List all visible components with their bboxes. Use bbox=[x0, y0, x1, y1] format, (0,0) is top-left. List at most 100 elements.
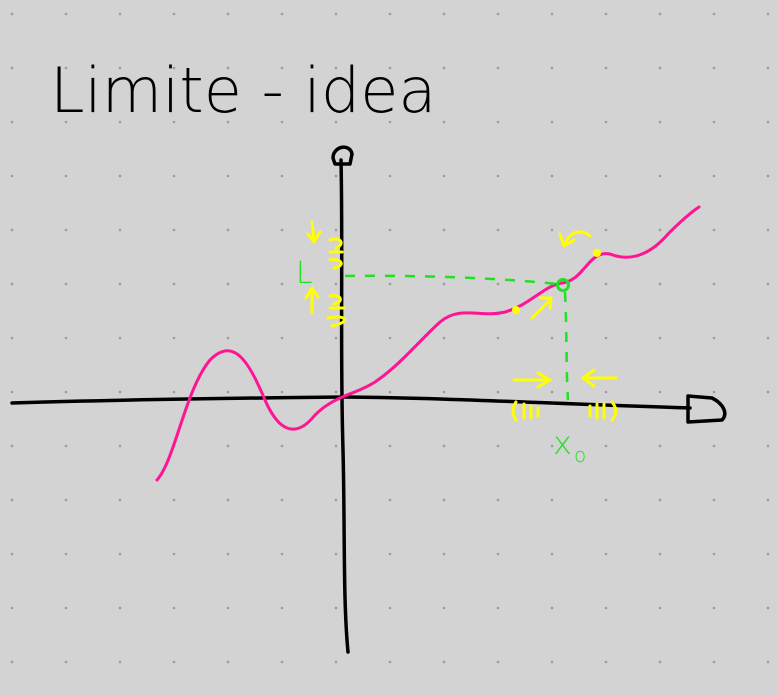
grid-dot bbox=[388, 552, 392, 556]
grid-dot bbox=[280, 12, 284, 16]
grid-dot bbox=[172, 228, 176, 232]
grid-dot bbox=[280, 552, 284, 556]
lower-neighborhood-mark bbox=[326, 294, 346, 328]
grid-dot bbox=[172, 606, 176, 610]
grid-dot bbox=[766, 606, 770, 610]
limit-label: L bbox=[296, 256, 313, 291]
grid-dot bbox=[442, 174, 446, 178]
grid-dot bbox=[766, 66, 770, 70]
grid-dot bbox=[442, 336, 446, 340]
grid-dot bbox=[118, 606, 122, 610]
grid-dot bbox=[766, 228, 770, 232]
grid-dot bbox=[172, 120, 176, 124]
grid-dot bbox=[226, 660, 230, 664]
grid-dot bbox=[280, 174, 284, 178]
grid-dot bbox=[496, 498, 500, 502]
grid-dot bbox=[10, 498, 14, 502]
grid-dot bbox=[334, 228, 338, 232]
grid-dot bbox=[658, 552, 662, 556]
grid-dot bbox=[658, 336, 662, 340]
grid-dot bbox=[388, 390, 392, 394]
grid-dot bbox=[334, 606, 338, 610]
grid-dot bbox=[226, 174, 230, 178]
grid-dot bbox=[226, 444, 230, 448]
grid-dot bbox=[280, 606, 284, 610]
grid-dot bbox=[550, 498, 554, 502]
limit-guides bbox=[344, 274, 570, 401]
grid-dot bbox=[442, 606, 446, 610]
y-axis-arrowhead bbox=[331, 145, 354, 166]
grid-dot bbox=[226, 606, 230, 610]
grid-dot bbox=[496, 12, 500, 16]
grid-dot bbox=[10, 120, 14, 124]
grid-dot bbox=[550, 174, 554, 178]
grid-dot bbox=[388, 174, 392, 178]
grid-dot bbox=[10, 606, 14, 610]
grid-dot bbox=[604, 552, 608, 556]
function-curve bbox=[155, 205, 701, 482]
grid-dot bbox=[550, 228, 554, 232]
grid-dot bbox=[172, 12, 176, 16]
grid-dot bbox=[658, 390, 662, 394]
grid-dot bbox=[172, 336, 176, 340]
grid-dot bbox=[712, 282, 716, 286]
grid-dot bbox=[604, 606, 608, 610]
axes bbox=[10, 145, 727, 654]
title-text: Limite - idea bbox=[50, 54, 436, 127]
grid-dot bbox=[766, 174, 770, 178]
grid-dot bbox=[226, 498, 230, 502]
grid-dot bbox=[118, 120, 122, 124]
grid-dot bbox=[118, 498, 122, 502]
grid-dot bbox=[334, 282, 338, 286]
grid-dot bbox=[550, 390, 554, 394]
approach-marks bbox=[304, 220, 618, 422]
grid-dot bbox=[334, 552, 338, 556]
grid-dot bbox=[712, 390, 716, 394]
grid-dot bbox=[442, 282, 446, 286]
y-axis-line bbox=[339, 158, 350, 654]
grid-dot bbox=[118, 552, 122, 556]
grid-dot bbox=[64, 120, 68, 124]
grid-dot bbox=[118, 174, 122, 178]
grid-dot bbox=[442, 12, 446, 16]
grid-dot bbox=[226, 12, 230, 16]
upper-neighborhood-mark bbox=[328, 237, 344, 270]
grid-dot bbox=[118, 66, 122, 70]
up-arrow-icon bbox=[304, 286, 320, 314]
grid-dot bbox=[388, 336, 392, 340]
grid-dot bbox=[118, 282, 122, 286]
approach-dots bbox=[512, 249, 601, 314]
grid-dot bbox=[550, 66, 554, 70]
grid-dot bbox=[10, 12, 14, 16]
grid-dot bbox=[712, 498, 716, 502]
grid-dot bbox=[388, 444, 392, 448]
grid-dot bbox=[658, 660, 662, 664]
grid-dot bbox=[496, 66, 500, 70]
grid-dot bbox=[604, 660, 608, 664]
grid-dot bbox=[280, 282, 284, 286]
hollow-limit-point bbox=[556, 278, 570, 292]
grid-dot bbox=[10, 390, 14, 394]
grid-dot bbox=[604, 444, 608, 448]
grid-dot bbox=[766, 444, 770, 448]
grid-dot bbox=[280, 660, 284, 664]
grid-dot bbox=[442, 228, 446, 232]
grid-dot bbox=[334, 174, 338, 178]
grid-dot bbox=[550, 336, 554, 340]
grid-dot bbox=[334, 498, 338, 502]
grid-dot bbox=[604, 498, 608, 502]
grid-dot bbox=[10, 660, 14, 664]
grid-dot bbox=[64, 282, 68, 286]
grid-dot bbox=[64, 12, 68, 16]
grid-dot bbox=[766, 390, 770, 394]
grid-dot bbox=[280, 498, 284, 502]
grid-dot bbox=[442, 552, 446, 556]
grid-dot bbox=[64, 444, 68, 448]
grid-dot bbox=[172, 174, 176, 178]
right-arrow-icon bbox=[512, 371, 552, 389]
right-neighborhood-mark bbox=[588, 400, 618, 422]
curve-arrow-left-icon bbox=[558, 230, 592, 248]
grid-dot bbox=[388, 660, 392, 664]
grid-dot bbox=[280, 390, 284, 394]
